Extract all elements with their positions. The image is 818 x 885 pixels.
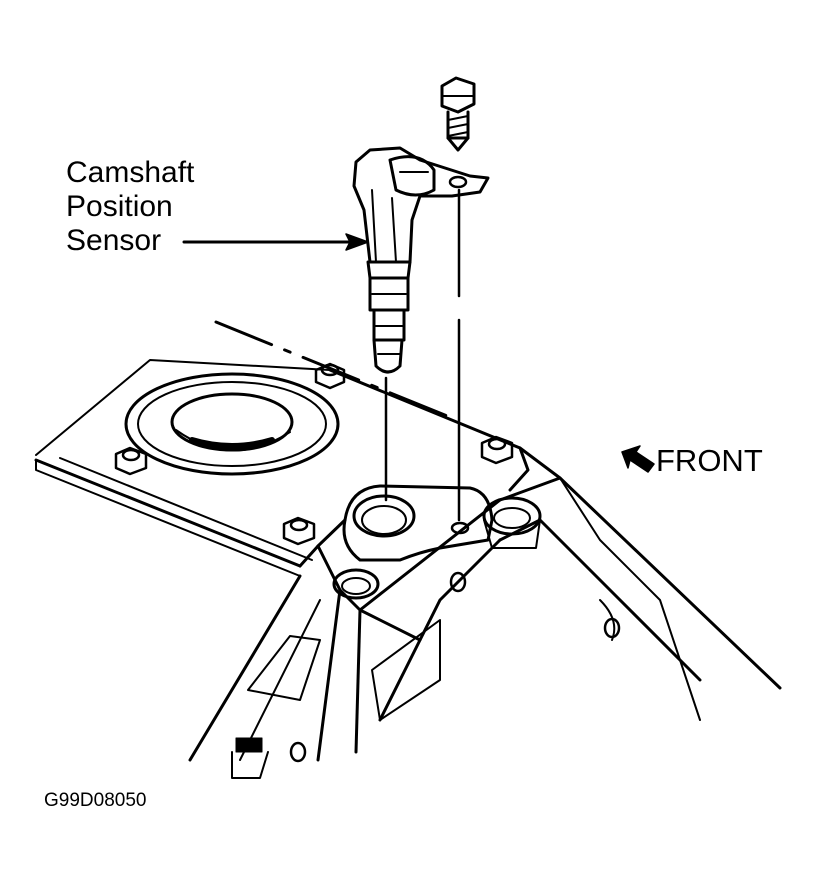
arrow-up-left-icon	[621, 445, 655, 473]
sensor-leader-arrow	[182, 233, 369, 251]
figure-id: G99D08050	[44, 790, 147, 811]
plate-bolt	[314, 362, 346, 390]
sensor-label-line: Sensor	[66, 224, 162, 257]
front-direction-label: FRONT	[656, 443, 763, 478]
sensor-callout-label: Camshaft Position Sensor	[66, 156, 194, 258]
plate-bolt	[114, 446, 148, 476]
camshaft-position-sensor	[352, 146, 490, 374]
engine-centerline	[214, 320, 454, 420]
sensor-label-line: Camshaft	[66, 156, 195, 189]
sensor-mounting-bolt	[440, 76, 476, 152]
engine-casting	[188, 446, 782, 779]
engine-top-plate	[34, 359, 530, 577]
plate-bolt	[480, 435, 514, 465]
oil-filler-boss	[124, 372, 340, 476]
sensor-mount-pad	[342, 484, 494, 562]
plate-bolt	[282, 516, 316, 546]
sensor-label-line: Position	[66, 190, 173, 223]
